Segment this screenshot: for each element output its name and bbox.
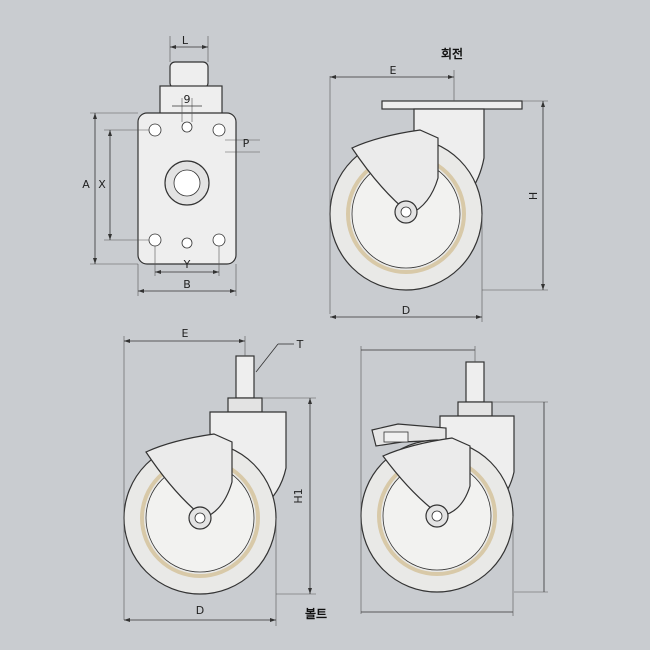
bolt-stem (235, 355, 255, 399)
top-view-stem (169, 61, 209, 89)
bolt-label-E: E (182, 327, 189, 340)
bolt-fork (145, 433, 233, 519)
label-P: P (243, 137, 250, 150)
brake-bolt-view (360, 346, 548, 616)
label-L: L (182, 34, 189, 47)
bolt-axle-bolt (194, 512, 206, 524)
bolt-label-T: T (296, 338, 304, 351)
plate-hole-bottom-left (148, 233, 162, 247)
brake-stem-nut (457, 401, 493, 417)
brake-pedal (383, 431, 409, 443)
brake-stem (465, 361, 485, 403)
bolt-label-D: D (196, 604, 204, 617)
swivel-view: 회전 E H D (329, 46, 548, 322)
bolt-stem-nut (227, 397, 263, 413)
label-9: 9 (184, 93, 191, 106)
bolt-label-H1: H1 (292, 488, 305, 503)
plate-hole-top-right (212, 123, 226, 137)
bolt-caption: 볼트 (305, 607, 327, 621)
swivel-top-plate (381, 100, 523, 110)
plate-hole-bottom-right (212, 233, 226, 247)
label-B: B (183, 278, 191, 291)
swivel-caption: 회전 (441, 46, 463, 61)
label-X: X (98, 178, 106, 191)
top-view: L 9 P A X Y (82, 34, 260, 296)
top-view-neck (159, 85, 223, 115)
plate-center-hole (173, 169, 201, 197)
swivel-label-H: H (527, 192, 540, 200)
swivel-axle-bolt (400, 206, 412, 218)
label-A: A (82, 178, 90, 191)
bolt-view: E T H1 D 볼트 (123, 327, 327, 626)
plate-hole-top-center (181, 121, 193, 133)
brake-axle-bolt (431, 510, 443, 522)
label-Y: Y (183, 258, 191, 271)
plate-hole-top-left (148, 123, 162, 137)
swivel-fork (351, 129, 439, 215)
swivel-label-D: D (402, 304, 410, 317)
plate-hole-bottom-center (181, 237, 193, 249)
swivel-label-E: E (390, 64, 397, 77)
brake-fork (382, 437, 471, 517)
